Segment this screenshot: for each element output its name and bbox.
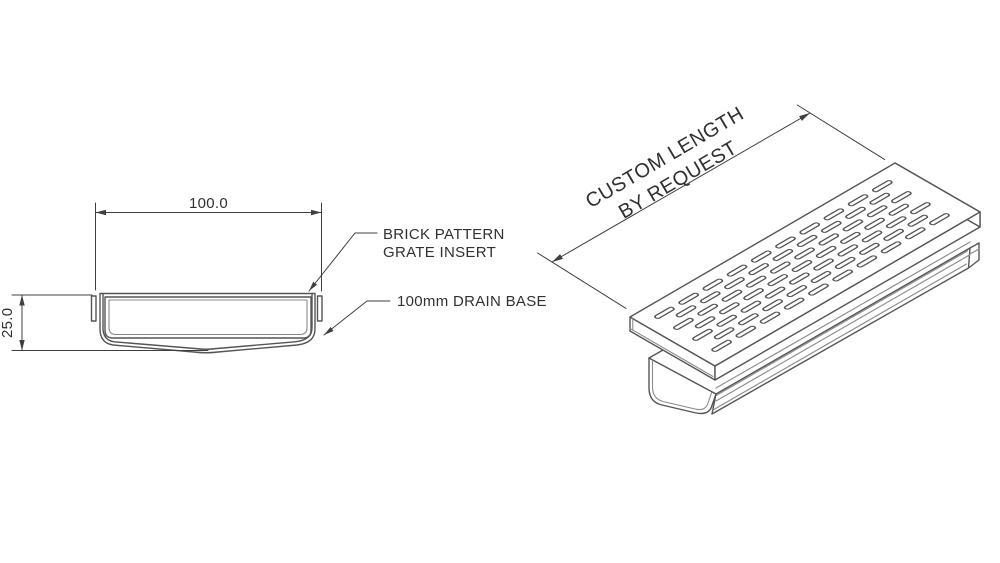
grate-slot <box>823 208 845 221</box>
arrowhead-upper-right <box>799 113 810 121</box>
grate-slot <box>737 313 759 326</box>
grate-insert-profile <box>104 296 312 339</box>
grate-slot <box>856 255 878 268</box>
grate-slot <box>799 222 821 235</box>
grate-slot <box>907 214 929 227</box>
drain-channel <box>648 241 980 415</box>
channel-far-end <box>967 242 980 269</box>
grate-slot <box>871 180 893 193</box>
grate-slot <box>740 300 762 313</box>
grate-slot <box>813 258 834 271</box>
grate-slot <box>869 192 891 205</box>
grate-slot <box>888 203 910 216</box>
arrowhead-lower-left <box>552 254 563 262</box>
left-clip-tab <box>90 295 97 322</box>
grate-slot <box>788 272 810 285</box>
grate-callout-line1: BRICK PATTERN <box>383 226 505 243</box>
grate-slot <box>764 286 786 299</box>
grate-slot <box>767 274 789 287</box>
grate-slot <box>721 289 743 302</box>
grate-slot <box>796 234 818 247</box>
grate-slot <box>808 283 829 296</box>
height-dimension: 25.0 <box>0 294 209 351</box>
grate-slot <box>745 275 767 288</box>
height-dimension-label: 25.0 <box>0 308 16 338</box>
grate-callout: BRICK PATTERN GRATE INSERT <box>308 226 505 292</box>
arrowhead-left <box>95 209 106 216</box>
grate-slot <box>885 216 907 229</box>
grate-slot <box>859 242 880 255</box>
grate-slot <box>694 316 716 329</box>
grate-slot <box>678 292 700 305</box>
grate-slot <box>654 306 675 319</box>
grate-slot <box>769 261 791 274</box>
grate-slot <box>929 213 950 226</box>
grate-slot <box>718 302 740 315</box>
grate-slot <box>675 305 697 318</box>
grate-slot <box>692 328 713 341</box>
leader-arrowhead <box>324 327 334 335</box>
leader-arrowhead <box>309 281 318 291</box>
grate-slot <box>748 263 770 276</box>
width-dimension-label: 100.0 <box>189 195 228 212</box>
cross-section-view: 100.0 25.0 BRICK PATTERN GRATE INSERT 10… <box>0 195 547 354</box>
grate-slot <box>735 325 757 338</box>
grate-slot <box>699 291 721 304</box>
grate-slot <box>794 247 815 260</box>
arrowhead-right <box>311 209 322 216</box>
grate-slot <box>904 227 926 240</box>
base-callout-label: 100mm DRAIN BASE <box>397 293 547 310</box>
grate-slot <box>880 241 902 254</box>
grate-slot <box>791 259 813 273</box>
arrowhead-up <box>19 295 25 306</box>
grate-slot <box>864 217 885 230</box>
grate-slot <box>910 202 931 215</box>
channel-end-face <box>648 357 717 415</box>
arrowhead-down <box>19 340 25 351</box>
grate-slot <box>750 250 772 263</box>
grate-slot <box>820 220 842 233</box>
grate-slot <box>783 297 805 310</box>
grate-slot <box>847 194 869 207</box>
drain-base-profile <box>90 292 323 354</box>
grate-slot <box>743 288 764 301</box>
grate-slot <box>775 236 796 249</box>
grate-slot <box>713 327 735 340</box>
grate-slot <box>834 256 856 269</box>
slot-pattern <box>654 180 950 352</box>
base-callout: 100mm DRAIN BASE <box>323 293 547 336</box>
grate-slot <box>673 317 694 330</box>
grate-slot <box>786 285 808 298</box>
grate-slot <box>697 303 719 316</box>
grate-slot <box>810 270 832 284</box>
width-dimension: 100.0 <box>95 195 322 292</box>
grate-callout-line2: GRATE INSERT <box>383 244 496 261</box>
grate-slot <box>711 339 732 352</box>
grate-slot <box>724 277 745 290</box>
grate-slot <box>837 244 859 257</box>
grate-slot <box>762 299 783 312</box>
grate-slot <box>832 269 854 282</box>
grate-slot <box>883 228 905 241</box>
grate-slot <box>702 278 724 291</box>
grate-slot <box>866 205 888 218</box>
grate-slot <box>759 311 781 324</box>
grate-slot <box>772 248 794 262</box>
grate-slot <box>818 233 840 246</box>
grate-slot <box>845 206 866 219</box>
isometric-view: CUSTOM LENGTH BY REQUEST <box>537 103 981 415</box>
right-clip-tab <box>316 295 323 322</box>
grate-slot <box>839 231 861 244</box>
grate-plate <box>629 162 981 381</box>
grate-slot <box>861 230 883 243</box>
grate-slot <box>815 245 837 258</box>
grate-slot <box>716 314 738 327</box>
grate-slot <box>890 191 912 204</box>
grate-slot <box>726 264 748 277</box>
grate-slot <box>842 219 864 232</box>
